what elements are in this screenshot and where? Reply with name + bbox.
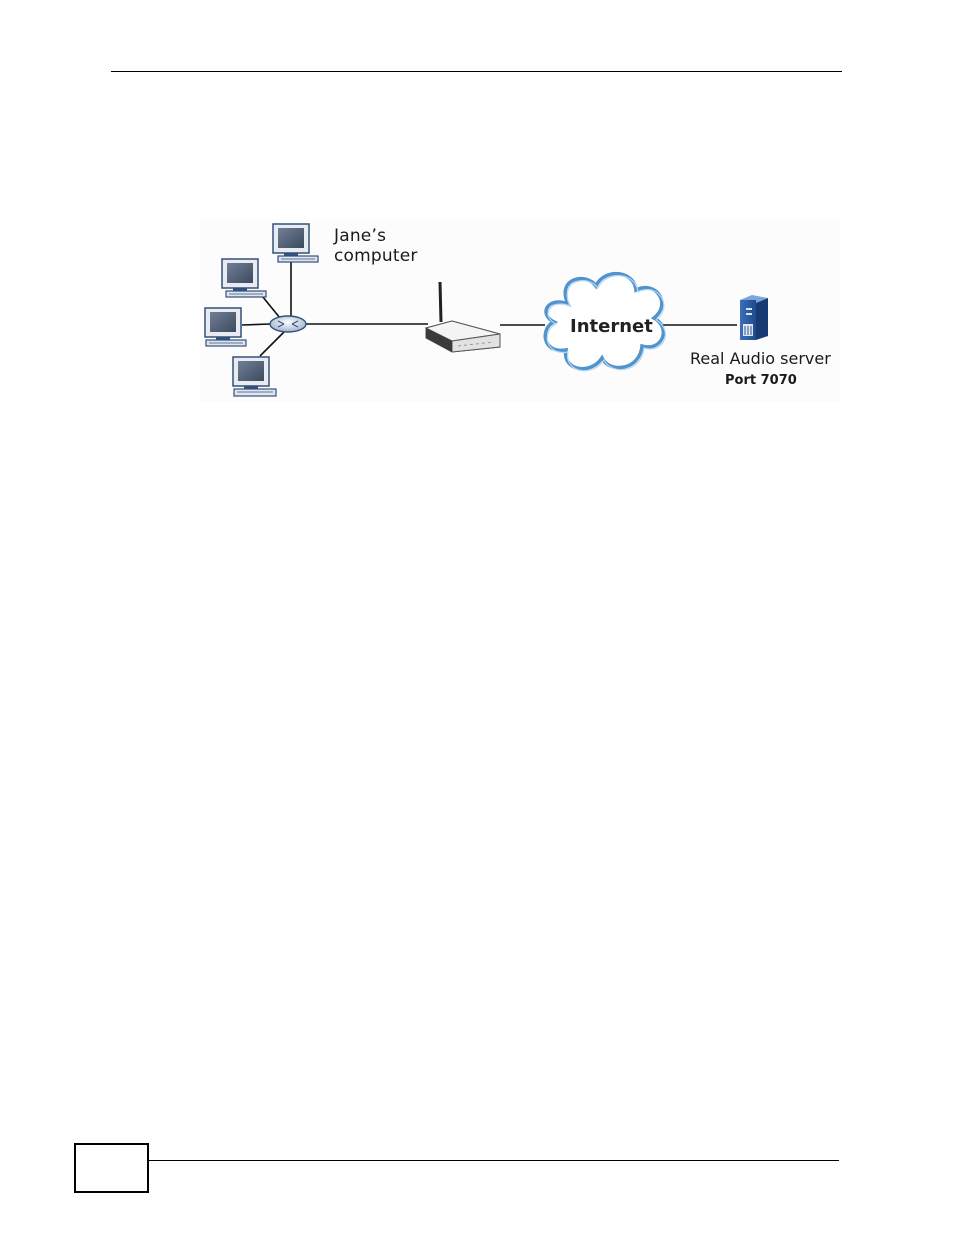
server-icon	[740, 295, 768, 340]
port-label: Port 7070	[725, 373, 797, 388]
internet-label: Internet	[570, 316, 653, 337]
hub-icon	[270, 316, 306, 332]
jane-computer-label: Jane’s computer	[334, 226, 418, 266]
header-rule	[111, 71, 842, 72]
jane-computer-icon	[273, 224, 318, 262]
network-diagram: Jane’s computer Internet Real Audio serv…	[200, 220, 840, 402]
link-computer-4	[260, 332, 284, 356]
footer-rule	[149, 1160, 839, 1161]
router-icon	[426, 282, 500, 352]
computer-icon-3	[205, 308, 246, 346]
computer-icon-4	[233, 357, 276, 396]
link-computer-3	[242, 324, 270, 325]
server-label: Real Audio server	[690, 349, 831, 368]
computer-icon-2	[222, 259, 266, 297]
page-number-box	[74, 1143, 149, 1193]
